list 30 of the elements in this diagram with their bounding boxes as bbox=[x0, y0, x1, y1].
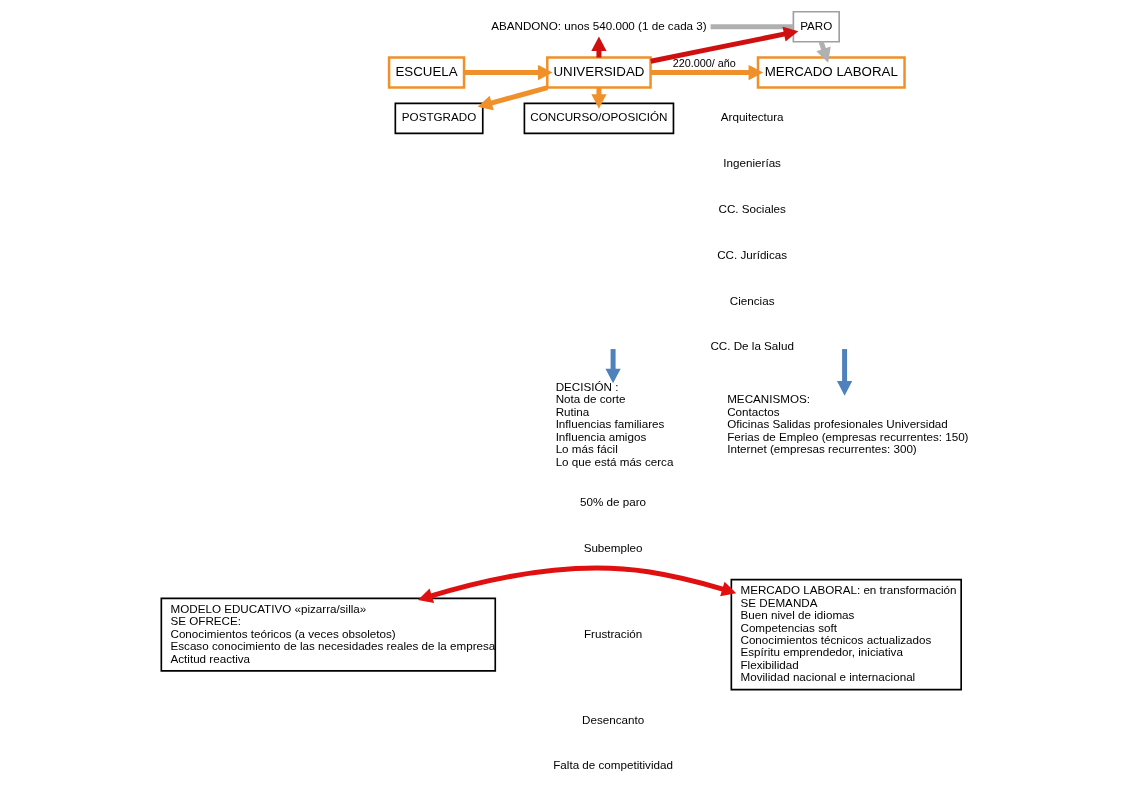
node-box: MERCADO LABORAL bbox=[756, 56, 906, 89]
node-text: DECISIÓN : Nota de corte Rutina Influencias familiares Influencia amigos Lo más fácil Lo que está más cerca bbox=[555, 379, 673, 468]
arrow bbox=[836, 349, 852, 396]
label: Frustración bbox=[583, 626, 642, 640]
label: CC. Sociales bbox=[718, 202, 786, 216]
edge-label: 220.000/ año bbox=[672, 57, 736, 70]
arrow bbox=[463, 64, 552, 81]
node-box: POSTGRADO bbox=[394, 102, 484, 135]
node-text: ABANDONO: unos 540.000 (1 de cada 3) bbox=[490, 18, 707, 32]
arrow bbox=[417, 565, 736, 603]
label: CC. Jurídicas bbox=[716, 247, 787, 261]
label: Subempleo bbox=[583, 540, 643, 554]
arrow bbox=[649, 26, 798, 64]
connector bbox=[710, 24, 793, 30]
label: Ciencias bbox=[729, 293, 774, 307]
label: Ingenierías bbox=[722, 156, 781, 170]
node-box: MERCADO LABORAL: en transformación SE DEMANDA Buen nivel de idiomas Competencias soft Conocimientos técnicos actualizados Espíritu emprendedor, iniciativa Flexibilidad Movilidad nacional e internacional bbox=[730, 578, 962, 691]
label: Desencanto bbox=[581, 712, 644, 726]
arrow bbox=[604, 349, 621, 384]
node-box: CONCURSO/OPOSICIÓN bbox=[523, 102, 674, 135]
node-box: ESCUELA bbox=[387, 56, 465, 89]
label: Falta de competitividad bbox=[552, 758, 673, 772]
label: 50% de paro bbox=[579, 495, 646, 509]
node-box: UNIVERSIDAD bbox=[545, 56, 652, 89]
arrow bbox=[477, 85, 548, 111]
label: Arquitectura bbox=[720, 110, 784, 124]
label: CC. De la Salud bbox=[709, 339, 794, 353]
node-text: MECANISMOS: Contactos Oficinas Salidas profesionales Universidad Ferias de Empleo (empresas recurrentes: 150) Internet (empresas recurrentes: 300) bbox=[726, 392, 968, 456]
arrow bbox=[650, 64, 763, 81]
node-box: PARO bbox=[792, 10, 840, 43]
